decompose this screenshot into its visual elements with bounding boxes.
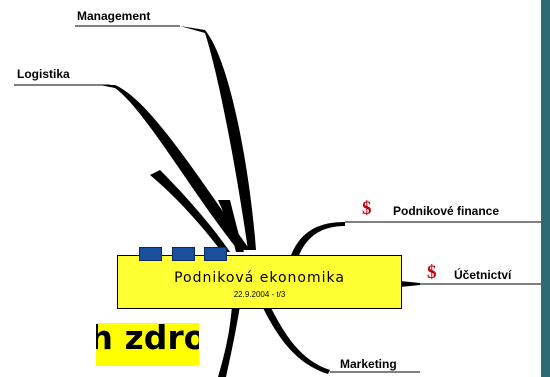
topic-tab[interactable] <box>204 247 227 261</box>
branch-label-management[interactable]: Management <box>77 9 151 23</box>
connector-logistika <box>100 85 250 250</box>
highlighted-title-fragment: ch zdroju <box>96 323 199 366</box>
connector-fan-2 <box>150 170 230 252</box>
connector-fan-1 <box>218 200 244 252</box>
branch-label-logistika[interactable]: Logistika <box>17 67 70 81</box>
branch-label-podnikove-finance[interactable]: Podnikové finance <box>393 204 500 218</box>
banner-text: ch zdroju <box>96 323 199 357</box>
central-topic-title: Podniková ekonomika <box>174 270 345 286</box>
topic-tab[interactable] <box>172 247 195 261</box>
central-topic[interactable]: Podniková ekonomika 22.9.2004 - t/3 <box>117 255 402 309</box>
connector-finance <box>290 222 345 258</box>
connector-ucetnictvi <box>400 281 420 287</box>
connector-management <box>180 26 256 250</box>
dollar-icon: $ <box>427 262 437 283</box>
connector-marketing <box>262 306 330 374</box>
topic-tab[interactable] <box>139 247 162 261</box>
dollar-icon: $ <box>362 198 372 219</box>
connector-lower-left <box>218 306 240 377</box>
branch-label-marketing[interactable]: Marketing <box>340 357 397 371</box>
central-topic-date: 22.9.2004 - t/3 <box>233 290 286 299</box>
slide-frame-edge <box>541 0 550 377</box>
branch-label-ucetnictvi[interactable]: Účetnictví <box>454 268 512 282</box>
